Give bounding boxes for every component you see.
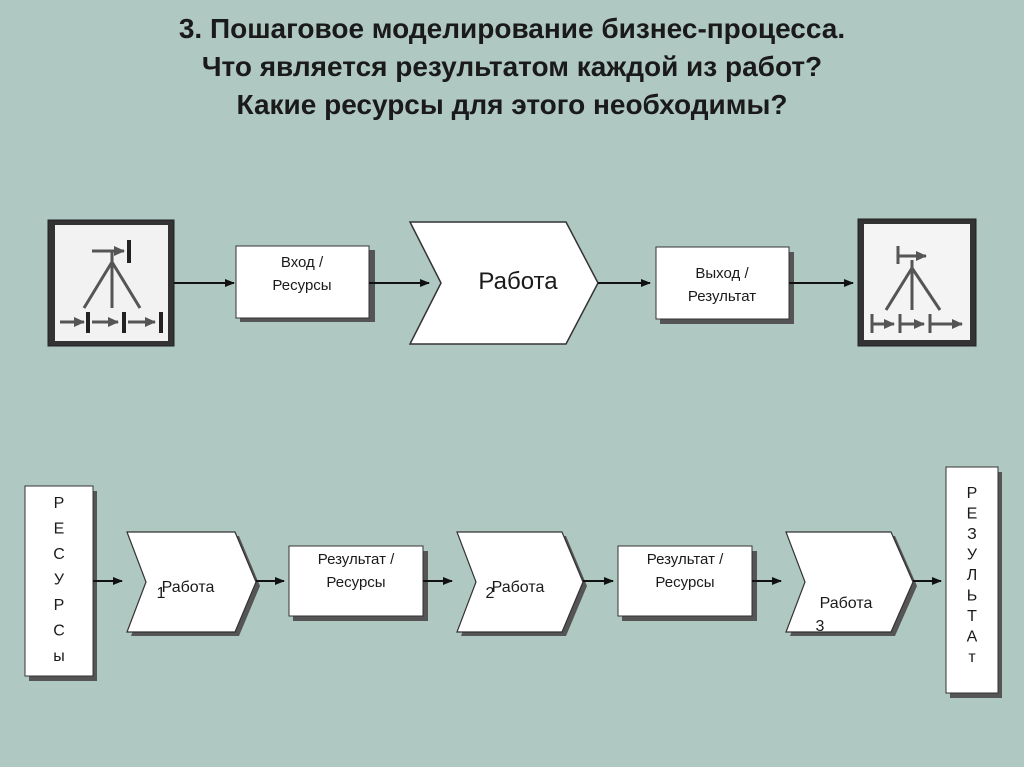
result-letter: У [967, 547, 978, 564]
resources-letter: С [53, 546, 65, 563]
work-2-number: 2 [486, 585, 495, 602]
work-label: Работа [478, 268, 558, 295]
work-3-number: 3 [816, 618, 825, 635]
title-line-3: Какие ресурсы для этого необходимы? [236, 89, 788, 120]
title-line-1: 3. Пошаговое моделирование бизнес-процес… [178, 13, 846, 44]
work-1-chevron: Работа 1 [126, 531, 260, 636]
resources-letter: Р [54, 495, 65, 512]
result-letter: Т [967, 608, 977, 625]
work-2-label: Работа [492, 579, 545, 596]
resources-letter: С [53, 623, 65, 640]
result-letter: Л [967, 567, 978, 584]
work-2-chevron: Работа 2 [456, 531, 587, 636]
result-1-label-2: Ресурсы [326, 574, 385, 591]
work-chevron: Работа [408, 221, 599, 345]
result-2-label-1: Результат / [647, 551, 724, 568]
input-label-1: Вход / [281, 254, 324, 271]
decomposition-end-icon [857, 218, 977, 347]
title-line-2: Что является результатом каждой из работ… [201, 51, 823, 82]
result-letter: З [967, 526, 977, 543]
result-resources-box-1: Результат / Ресурсы [288, 545, 428, 621]
work-1-number: 1 [157, 585, 166, 602]
output-label-2: Результат [688, 288, 756, 305]
input-label-2: Ресурсы [272, 277, 331, 294]
decomposition-start-icon [47, 219, 175, 347]
result-letter: Ь [967, 588, 978, 605]
result-resources-box-2: Результат / Ресурсы [617, 545, 757, 621]
input-resources-box: Вход / Ресурсы [235, 245, 375, 322]
work-1-label: Работа [162, 579, 215, 596]
page-title: 3. Пошаговое моделирование бизнес-процес… [0, 10, 1024, 124]
work-3-chevron: Работа 3 [785, 531, 917, 636]
work-3-label: Работа [820, 595, 873, 612]
result-letter: А [967, 629, 978, 646]
resources-letter: У [54, 572, 65, 589]
result-letter: Р [967, 485, 978, 502]
resources-letter: Е [54, 521, 65, 538]
result-2-label-2: Ресурсы [655, 574, 714, 591]
result-letter: т [968, 649, 976, 666]
output-label-1: Выход / [695, 265, 749, 282]
resources-letter: Р [54, 597, 65, 614]
output-result-box: Выход / Результат [655, 246, 794, 324]
result-letter: Е [967, 506, 978, 523]
result-1-label-1: Результат / [318, 551, 395, 568]
resources-letter: ы [53, 648, 65, 665]
